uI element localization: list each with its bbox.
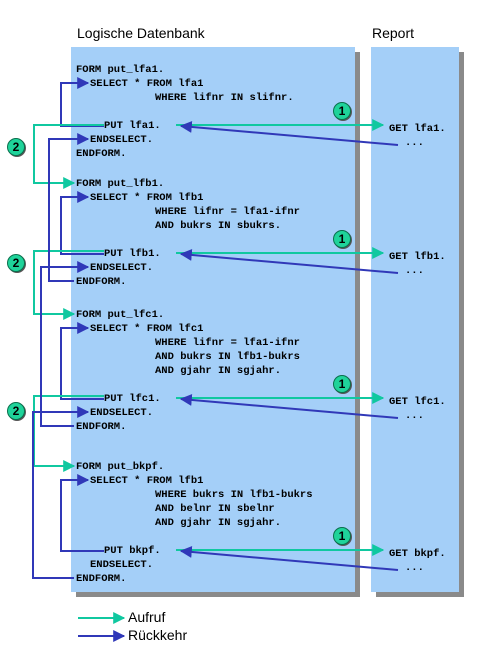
put-line-1: PUT lfb1. — [104, 248, 161, 260]
legend-call-label: Aufruf — [128, 609, 166, 625]
endselect-line-3: ENDSELECT. — [90, 559, 154, 571]
ellipsis-line-2: ... — [405, 410, 424, 422]
form-line-3: FORM put_bkpf. — [76, 461, 165, 473]
ellipsis-line-0: ... — [405, 137, 424, 149]
select-line-3: SELECT * FROM lfb1 — [90, 475, 204, 487]
put-line-0: PUT lfa1. — [104, 120, 161, 132]
call-arrow-put-form-1 — [33, 250, 104, 320]
return-arrow-endform-endselect-2 — [32, 406, 90, 579]
where-line-2-2: AND gjahr IN sgjahr. — [155, 365, 282, 377]
where-line-1-1: AND bukrs IN sbukrs. — [155, 220, 282, 232]
select-loop-0 — [60, 77, 104, 127]
where-line-3-2: AND gjahr IN sgjahr. — [155, 517, 282, 529]
endform-line-2: ENDFORM. — [76, 421, 127, 433]
return-arrow-endform-endselect-1 — [40, 261, 90, 427]
endselect-line-1: ENDSELECT. — [90, 262, 154, 274]
endselect-line-2: ENDSELECT. — [90, 407, 154, 419]
return-badge-2: 2 — [7, 402, 25, 420]
legend-return-label: Rückkehr — [128, 627, 188, 643]
where-line-1-0: WHERE lifnr = lfa1-ifnr — [155, 206, 300, 218]
call-arrow-put-form-0 — [33, 124, 104, 189]
return-arrow-endform-endselect-0 — [48, 133, 90, 282]
where-line-3-0: WHERE bukrs IN lfb1-bukrs — [155, 489, 313, 501]
call-badge-0: 1 — [333, 102, 351, 120]
put-line-2: PUT lfc1. — [104, 393, 161, 405]
where-line-2-1: AND bukrs IN lfb1-bukrs — [155, 351, 300, 363]
return-badge-0: 2 — [7, 138, 25, 156]
get-line-0: GET lfa1. — [389, 123, 446, 135]
report-panel — [371, 47, 459, 592]
call-badge-2: 1 — [333, 375, 351, 393]
return-arrow-get-put-3 — [179, 545, 399, 571]
form-line-0: FORM put_lfa1. — [76, 64, 165, 76]
endform-line-0: ENDFORM. — [76, 148, 127, 160]
return-badge-1: 2 — [7, 253, 25, 272]
header-logische-datenbank: Logische Datenbank — [77, 25, 205, 41]
select-loop-2 — [60, 322, 104, 400]
endform-line-3: ENDFORM. — [76, 573, 127, 585]
header-report: Report — [372, 25, 415, 41]
return-arrow-get-put-0 — [179, 120, 399, 146]
call-arrow-put-form-2 — [33, 395, 104, 472]
get-line-1: GET lfb1. — [389, 251, 446, 263]
select-loop-3 — [60, 474, 104, 552]
call-badge-3: 1 — [333, 527, 351, 545]
return-arrow-get-put-2 — [179, 393, 399, 419]
select-line-1: SELECT * FROM lfb1 — [90, 192, 204, 204]
ellipsis-line-1: ... — [405, 265, 424, 277]
where-line-2-0: WHERE lifnr = lfa1-ifnr — [155, 337, 300, 349]
form-line-2: FORM put_lfc1. — [76, 309, 165, 321]
get-line-2: GET lfc1. — [389, 396, 446, 408]
return-arrow-get-put-1 — [179, 248, 399, 274]
endselect-line-0: ENDSELECT. — [90, 134, 154, 146]
where-line-3-1: AND belnr IN sbelnr — [155, 503, 275, 515]
form-line-1: FORM put_lfb1. — [76, 178, 165, 190]
select-line-2: SELECT * FROM lfc1 — [90, 323, 204, 335]
select-loop-1 — [60, 191, 104, 255]
put-line-3: PUT bkpf. — [104, 545, 161, 557]
endform-line-1: ENDFORM. — [76, 276, 127, 288]
select-line-0: SELECT * FROM lfa1 — [90, 78, 204, 90]
call-badge-1: 1 — [333, 230, 351, 248]
get-line-3: GET bkpf. — [389, 548, 446, 560]
where-line-0-0: WHERE lifnr IN slifnr. — [155, 92, 294, 104]
ellipsis-line-3: ... — [405, 562, 424, 574]
